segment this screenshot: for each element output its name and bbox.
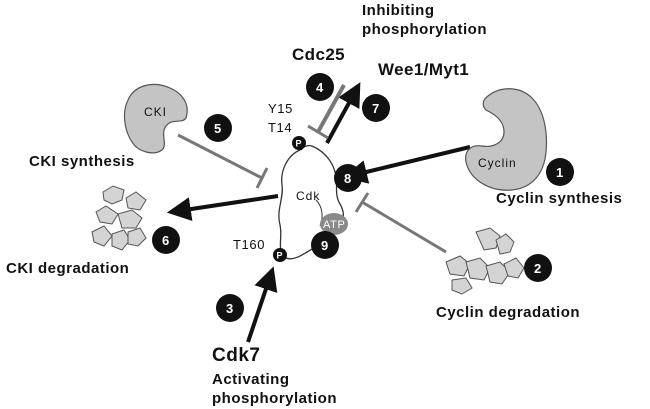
phosphorylation-label: phosphorylation — [362, 21, 487, 38]
step-badge-8: 8 — [334, 164, 362, 192]
cyclin-synthesis-label: Cyclin synthesis — [496, 190, 622, 207]
step-badge-1: 1 — [546, 158, 574, 186]
cki-synthesis-label: CKI synthesis — [29, 153, 135, 170]
svg-text:8: 8 — [344, 171, 351, 186]
svg-text:7: 7 — [372, 101, 379, 116]
wee1-myt1-label: Wee1/Myt1 — [378, 60, 469, 79]
step-badge-2: 2 — [524, 254, 552, 282]
cdc25-inhibition-bar — [307, 124, 329, 140]
svg-text:6: 6 — [162, 233, 169, 248]
svg-text:1: 1 — [556, 165, 563, 180]
phospho-y15-t14-badge — [292, 136, 306, 150]
svg-text:3: 3 — [226, 301, 233, 316]
cki-protein-shape — [123, 83, 188, 154]
y15-label: Y15 — [268, 101, 293, 116]
step-badge-3: 3 — [216, 294, 244, 322]
cdk7-label: Cdk7 — [212, 345, 260, 366]
cdc25-label: Cdc25 — [292, 45, 345, 64]
svg-text:9: 9 — [321, 238, 328, 253]
cki-degradation-label: CKI degradation — [6, 260, 129, 277]
wee1-phosphorylation-arrow — [325, 82, 361, 144]
cdc25-inhibition-line — [316, 84, 346, 133]
cyclin-protein-shape — [465, 88, 548, 191]
cki-blob-label: CKI — [144, 105, 167, 119]
phospho-y15-t14-text: P — [296, 139, 302, 149]
inhibiting-label: Inhibiting — [362, 2, 434, 19]
cyclin-degradation-label: Cyclin degradation — [436, 304, 580, 321]
activating-label: Activating — [212, 371, 290, 388]
step-badge-5: 5 — [204, 114, 232, 142]
svg-text:4: 4 — [316, 80, 324, 95]
atp-label: ATP — [323, 219, 345, 231]
cyclin-fragments — [445, 227, 525, 295]
cki-inhibition-bar — [255, 167, 269, 189]
cyclin-degradation-inhibition-line — [361, 200, 447, 254]
cdk-label: Cdk — [296, 189, 320, 203]
phospho-t160-badge — [273, 248, 287, 262]
step-badge-4: 4 — [306, 73, 334, 101]
phospho-t160-text: P — [277, 251, 283, 261]
cki-inhibition-line — [177, 133, 263, 180]
step-badge-9: 9 — [311, 231, 339, 259]
svg-text:2: 2 — [534, 261, 541, 276]
t160-label: T160 — [233, 237, 265, 252]
cdk7-activation-arrow — [246, 266, 278, 343]
cyclin-blob-label: Cyclin — [478, 156, 517, 170]
atp-circle — [320, 213, 348, 235]
cki-degradation-arrow — [166, 194, 279, 221]
step-badge-6: 6 — [152, 226, 180, 254]
cyclin-binding-arrow — [343, 145, 471, 184]
activating-phosphorylation-label: phosphorylation — [212, 390, 337, 407]
t14-label: T14 — [268, 120, 292, 135]
svg-text:5: 5 — [214, 121, 221, 136]
cki-fragments — [91, 185, 147, 251]
step-badge-7: 7 — [362, 94, 390, 122]
cyclin-degradation-inhibition-bar — [354, 192, 370, 213]
